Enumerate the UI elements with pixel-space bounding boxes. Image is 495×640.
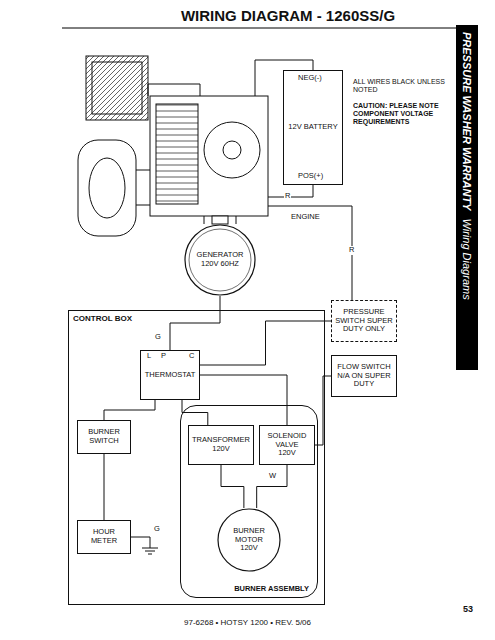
wire [104, 454, 105, 520]
wire-color: W [268, 472, 277, 481]
battery-box: 12V BATTERY [283, 70, 343, 185]
title-rule [62, 28, 456, 29]
node-text: SOLENOID VALVE120V [263, 432, 311, 458]
component-name: 120V 60HZ [201, 260, 239, 269]
node-text: HOUR METER [81, 528, 127, 545]
engine-drawing [78, 56, 268, 236]
transformer-box: TRANSFORMER120V [188, 425, 254, 465]
burner-assembly: BURNER ASSEMBLYTRANSFORMER120VSOLENOID V… [180, 405, 318, 598]
motor-circle: BURNER MOTOR120V [217, 508, 281, 572]
generator-circle: GENERATOR120V 60HZ [184, 224, 256, 296]
terminal-label: POS(+) [297, 172, 324, 181]
wire-color: R [284, 192, 291, 201]
pressure-switch-box: PRESSURE SWITCH SUPER DUTY ONLY [331, 300, 397, 342]
node-text: BURNER SWITCH [81, 428, 127, 445]
component-name: FLOW SWITCH N/A ON SUPER DUTY [335, 363, 393, 389]
hour-meter-box: HOUR METER [77, 520, 131, 554]
solenoid-box: SOLENOID VALVE120V [259, 425, 315, 465]
component-name: 12V BATTERY [288, 123, 337, 132]
group-heading: CONTROL BOX [73, 314, 132, 323]
component-name: PRESSURE SWITCH SUPER DUTY ONLY [335, 308, 393, 334]
switch-box: BURNER SWITCH [77, 420, 131, 454]
wire [182, 400, 208, 425]
node-text: PRESSURE SWITCH SUPER DUTY ONLY [335, 308, 393, 334]
node-text: FLOW SWITCH N/A ON SUPER DUTY [335, 363, 393, 389]
component-name: BURNER MOTOR [225, 527, 272, 544]
wire-color: R [348, 246, 355, 255]
side-band [456, 25, 478, 370]
node-text: CONTROL BOX [73, 314, 132, 323]
node-text: GENERATOR120V 60HZ [197, 251, 244, 268]
page-number: 53 [462, 604, 474, 614]
wire [200, 375, 287, 425]
side-band-text: PRESSURE WASHER WARRANTY Wiring Diagrams [456, 25, 478, 369]
caution-note: CAUTION: PLEASE NOTE COMPONENT VOLTAGE R… [352, 102, 449, 126]
flow-switch-box: FLOW SWITCH N/A ON SUPER DUTY [331, 355, 397, 397]
terminal-label: P [160, 352, 167, 361]
note: ALL WIRES BLACK UNLESS NOTED [352, 78, 449, 94]
node-text: TRANSFORMER120V [192, 436, 250, 453]
component-name: 120V [240, 544, 258, 553]
terminal-label: L [146, 352, 152, 361]
node-text: THERMOSTAT [145, 371, 196, 380]
section-heading: PRESSURE WASHER WARRANTY [461, 31, 474, 211]
wire-color: G [153, 525, 161, 534]
wire [170, 296, 220, 350]
component-name: 120V [278, 449, 296, 458]
wire [104, 400, 155, 420]
wire-color: G [154, 333, 162, 342]
node-text: BURNER ASSEMBLY [234, 585, 309, 594]
group-heading: BURNER ASSEMBLY [234, 585, 309, 594]
node-text: BURNER MOTOR120V [225, 527, 272, 553]
component-label: ENGINE [290, 213, 321, 222]
wire [200, 321, 331, 365]
diagram-title: WIRING DIAGRAM - 1260SS/G [120, 7, 456, 24]
terminal-label: C [188, 352, 195, 361]
terminal-label: NEG(-) [297, 74, 323, 83]
component-name: BURNER SWITCH [81, 428, 127, 445]
control-box: CONTROL BOX THERMOSTAT BURNER SWITCH HOUR M… [68, 310, 325, 605]
component-name: 120V [212, 445, 230, 454]
section-subheading: Wiring Diagrams [461, 217, 474, 300]
wire [221, 465, 244, 508]
component-name: GENERATOR [197, 251, 244, 260]
component-name: THERMOSTAT [145, 371, 196, 380]
component-name: TRANSFORMER [192, 436, 250, 445]
wire [257, 465, 287, 508]
component-name: HOUR METER [81, 528, 127, 545]
wires [130, 60, 352, 554]
node-text: 12V BATTERY [288, 123, 337, 132]
page-footer: 97-6268 • HOTSY 1200 • REV. 5/06 [0, 618, 495, 627]
component-name: SOLENOID VALVE [263, 432, 311, 449]
